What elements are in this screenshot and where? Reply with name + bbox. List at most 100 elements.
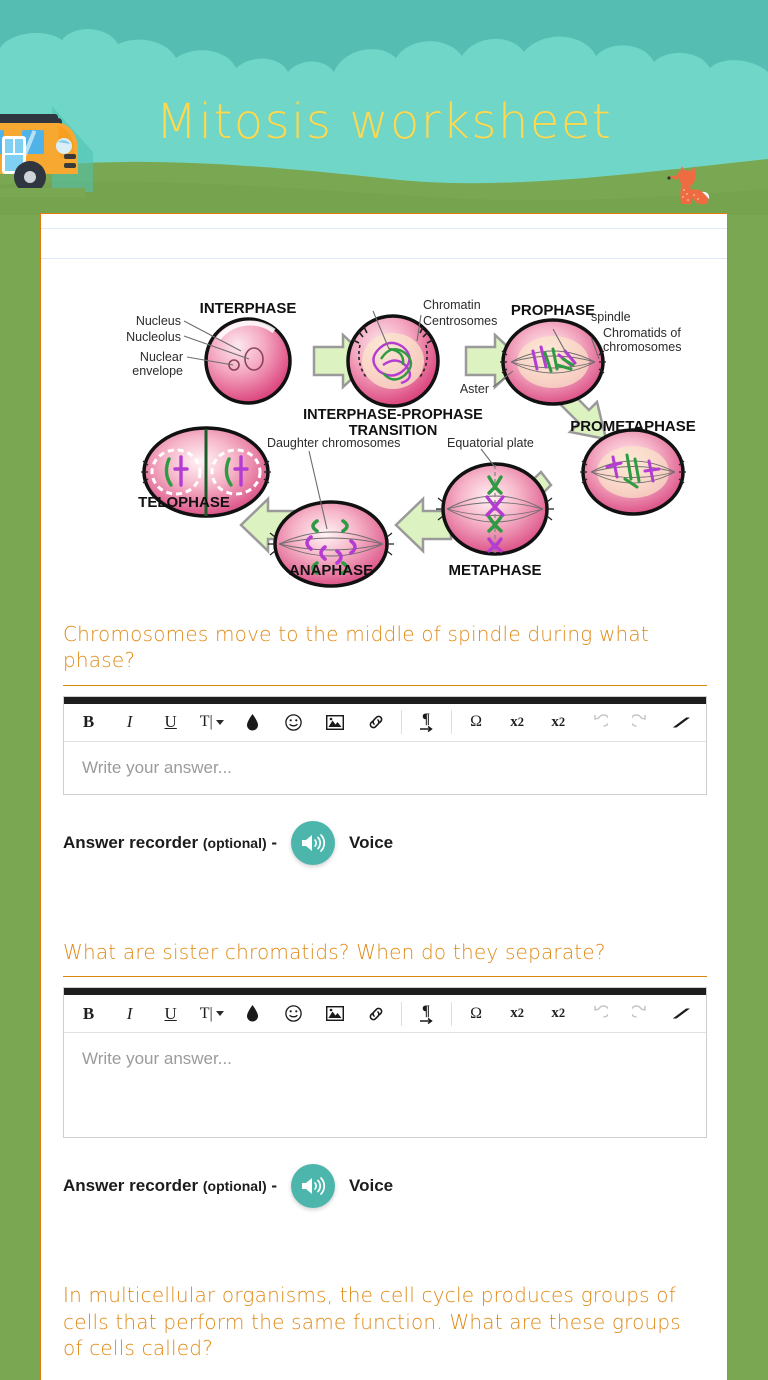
answer-recorder-2: Answer recorder (optional) -	[63, 1164, 707, 1209]
recorder-label-1: Answer recorder (optional) -	[63, 833, 277, 853]
page-banner: Mitosis worksheet	[0, 0, 768, 215]
recorder-label-2: Answer recorder (optional) -	[63, 1176, 277, 1196]
image-icon	[325, 714, 344, 730]
text-direction-button[interactable]: ¶	[405, 997, 446, 1031]
insert-image-button[interactable]	[314, 705, 355, 739]
fox-icon	[667, 166, 710, 205]
speaker-volume-icon	[302, 833, 326, 852]
question-block-3: In multicellular organisms, the cell cyc…	[63, 1282, 707, 1369]
school-bus-icon	[0, 106, 93, 197]
underline-button[interactable]: U	[164, 712, 177, 732]
svg-text:INTERPHASE: INTERPHASE	[200, 300, 297, 317]
svg-text:PROMETAPHASE: PROMETAPHASE	[570, 418, 696, 435]
interphase-prophase-cell	[346, 314, 440, 408]
mitosis-diagram-image: INTERPHASE INTERPHASE-PROPHASE TRANSITIO…	[126, 298, 696, 588]
redo-icon	[631, 1005, 646, 1018]
undo-button[interactable]	[579, 997, 620, 1031]
answer-input-1[interactable]: Write your answer...	[82, 757, 232, 777]
interphase-cell	[204, 317, 292, 405]
voice-record-button-1[interactable]	[291, 820, 336, 865]
question-text-1: Chromosomes move to the middle of spindl…	[63, 622, 649, 673]
prometaphase-cell	[580, 428, 686, 516]
undo-icon	[594, 1005, 608, 1018]
svg-text:TELOPHASE: TELOPHASE	[138, 494, 230, 511]
bold-button[interactable]: B	[82, 712, 95, 732]
bold-button[interactable]: B	[82, 1003, 95, 1023]
subscript-base: x	[510, 1005, 518, 1022]
italic-button[interactable]: I	[126, 712, 133, 732]
undo-button[interactable]	[579, 705, 620, 739]
svg-text:chromosomes: chromosomes	[603, 340, 682, 354]
link-icon	[369, 715, 383, 729]
svg-text:spindle: spindle	[591, 310, 631, 324]
text-direction-button[interactable]: ¶	[405, 705, 446, 739]
svg-text:TRANSITION: TRANSITION	[349, 423, 438, 439]
pilcrow-icon: ¶	[419, 711, 433, 733]
toolbar-separator	[450, 710, 452, 735]
redo-button[interactable]	[620, 997, 661, 1031]
superscript-script: 2	[558, 714, 566, 729]
svg-text:envelope: envelope	[132, 364, 183, 378]
emoji-button[interactable]	[273, 705, 314, 739]
chevron-down-icon	[215, 719, 224, 725]
image-icon	[325, 1006, 344, 1022]
recorder-title: Answer recorder	[63, 1176, 199, 1196]
rich-text-editor-1[interactable]: B I U T|	[63, 695, 707, 795]
emoji-button[interactable]	[273, 997, 314, 1031]
subscript-script: 2	[517, 714, 524, 729]
voice-label-1: Voice	[349, 832, 394, 852]
special-character-button[interactable]: Ω	[470, 713, 482, 731]
font-size-button[interactable]: T|	[191, 705, 232, 739]
text-color-button[interactable]	[232, 997, 273, 1031]
font-size-button[interactable]: T|	[191, 997, 232, 1031]
droplet-icon	[247, 713, 259, 731]
special-character-button[interactable]: Ω	[470, 1004, 482, 1022]
insert-link-button[interactable]	[355, 997, 396, 1031]
speaker-volume-icon	[302, 1177, 326, 1196]
font-size-label: T|	[199, 1004, 213, 1022]
recorder-dash: -	[271, 1176, 278, 1196]
subscript-base: x	[510, 713, 518, 730]
question-block-1: Chromosomes move to the middle of spindl…	[63, 621, 707, 865]
voice-label-2: Voice	[349, 1176, 394, 1196]
text-color-button[interactable]	[232, 705, 273, 739]
rich-text-editor-2[interactable]: B I U T|	[63, 987, 707, 1139]
editor-toolbar-2: B I U T|	[64, 995, 706, 1034]
font-size-label: T|	[199, 713, 213, 731]
clear-format-button[interactable]	[661, 705, 702, 739]
smiley-icon	[285, 714, 303, 731]
toolbar-separator	[400, 1001, 402, 1026]
editor-toolbar-1: B I U T|	[64, 703, 706, 742]
voice-record-button-2[interactable]	[291, 1164, 336, 1209]
recorder-title: Answer recorder	[63, 832, 199, 852]
link-icon	[369, 1007, 383, 1021]
question-divider-1	[63, 684, 707, 686]
mitosis-diagram-container: INTERPHASE INTERPHASE-PROPHASE TRANSITIO…	[63, 289, 707, 589]
answer-input-2[interactable]: Write your answer...	[82, 1049, 232, 1069]
redo-button[interactable]	[620, 705, 661, 739]
svg-text:Aster: Aster	[460, 382, 489, 396]
metaphase-cell	[436, 462, 554, 556]
prophase-cell	[500, 318, 606, 406]
superscript-script: 2	[558, 1006, 566, 1021]
insert-link-button[interactable]	[355, 705, 396, 739]
recorder-optional: (optional)	[202, 1178, 267, 1195]
section-spacer	[63, 865, 707, 939]
section-spacer	[63, 1208, 707, 1282]
insert-image-button[interactable]	[314, 997, 355, 1031]
svg-text:METAPHASE: METAPHASE	[448, 562, 541, 579]
clear-format-button[interactable]	[661, 997, 702, 1031]
toolbar-separator	[450, 1001, 452, 1026]
svg-text:¶: ¶	[422, 1003, 430, 1019]
question-divider-2	[63, 976, 707, 978]
svg-text:ANAPHASE: ANAPHASE	[289, 562, 373, 579]
undo-icon	[594, 714, 608, 727]
svg-text:PROPHASE: PROPHASE	[511, 302, 595, 319]
superscript-base: x	[551, 1005, 559, 1022]
italic-button[interactable]: I	[126, 1003, 133, 1023]
underline-button[interactable]: U	[164, 1003, 177, 1023]
